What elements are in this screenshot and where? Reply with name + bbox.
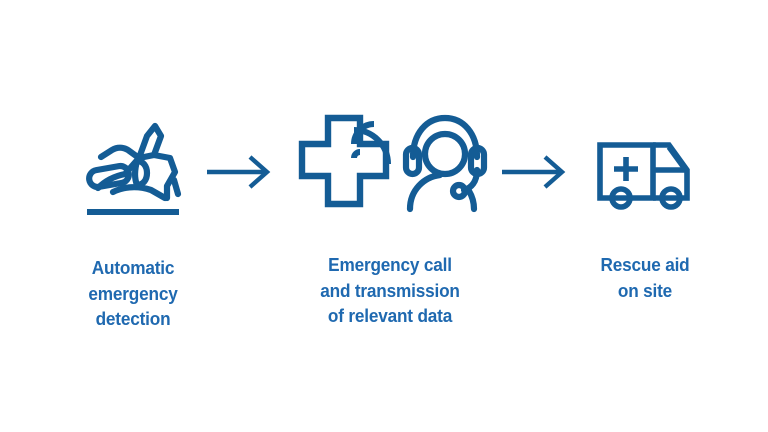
ground-line-icon <box>87 209 179 215</box>
arrow-right-icon <box>500 152 570 192</box>
headset-operator-icon <box>402 112 488 213</box>
motorcycle-crash-icon <box>81 114 185 212</box>
arrow-right-icon <box>205 152 275 192</box>
connector-arrow-1 <box>205 152 275 192</box>
ambulance-icon <box>597 140 693 212</box>
step-2-label: Emergency call and transmission of relev… <box>320 254 460 327</box>
step-3-label: Rescue aid on site <box>600 254 690 301</box>
medical-cross-signal-icon <box>292 112 396 212</box>
process-step-3: Rescue aid on site <box>535 108 755 303</box>
step-2-icon-group <box>250 108 530 213</box>
step-1-icon-group <box>23 108 243 212</box>
step-3-icon-group <box>535 108 755 212</box>
process-step-2: Emergency call and transmission of relev… <box>250 108 530 329</box>
connector-arrow-2 <box>500 152 570 192</box>
step-1-label: Automatic emergency detection <box>88 257 178 330</box>
process-step-1: Automatic emergency detection <box>23 108 243 332</box>
